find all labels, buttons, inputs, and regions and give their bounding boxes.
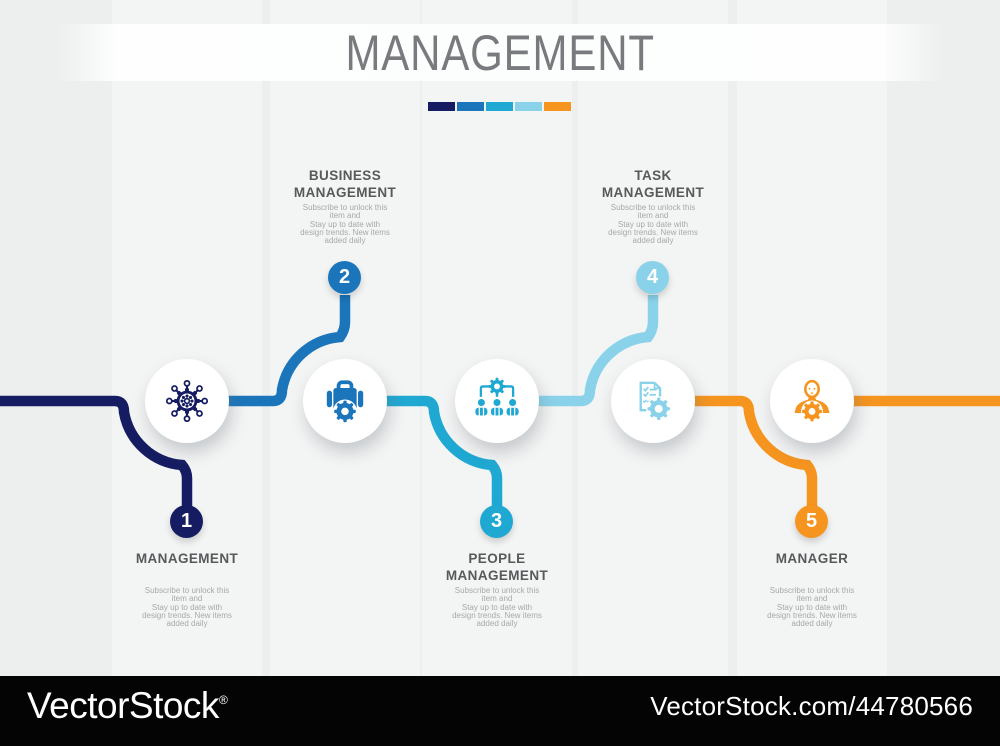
brand-logo: VectorStock® [27, 685, 228, 727]
brand-text: VectorStock [27, 685, 219, 726]
step-label-3: PEOPLE MANAGEMENT [445, 551, 549, 583]
step-description-5: Subscribe to unlock this item and Stay u… [767, 586, 857, 629]
background-band [422, 0, 572, 676]
step-label-2: BUSINESS MANAGEMENT [293, 168, 397, 200]
step-badge-5: 5 [795, 505, 828, 538]
accent-segment-5 [544, 102, 571, 111]
checklist-gear-icon [639, 381, 672, 422]
title-banner: MANAGEMENT [57, 24, 943, 81]
timeline-segment-4 [497, 295, 659, 407]
step-badge-3: 3 [480, 505, 513, 538]
image-reference: VectorStock.com/44780566 [650, 690, 973, 721]
timeline-segment-5 [653, 395, 818, 507]
step-circle-2 [303, 359, 387, 443]
accent-segment-1 [428, 102, 455, 111]
step-circle-5 [770, 359, 854, 443]
management-steering-gear-icon [165, 379, 209, 423]
badge-number: 1 [180, 510, 193, 532]
step-circle-4 [611, 359, 695, 443]
step-badge-2: 2 [328, 261, 361, 294]
step-description-1: Subscribe to unlock this item and Stay u… [142, 586, 232, 629]
badge-number: 3 [490, 510, 503, 532]
badge-number: 5 [805, 510, 818, 532]
step-label-4: TASK MANAGEMENT [601, 168, 705, 200]
step-description-4: Subscribe to unlock this item and Stay u… [608, 203, 698, 246]
team-hierarchy-gear-icon [475, 377, 519, 416]
step-description-2: Subscribe to unlock this item and Stay u… [300, 203, 390, 246]
watermark-bar: VectorStock® VectorStock.com/44780566 [0, 676, 1000, 746]
timeline-segment-3 [345, 395, 503, 507]
step-circle-1 [145, 359, 229, 443]
background-band [112, 0, 262, 676]
timeline-segment-2 [187, 295, 351, 407]
step-label-1: MANAGEMENT [135, 551, 239, 566]
step-label-5: MANAGER [775, 551, 849, 566]
accent-segment-2 [457, 102, 484, 111]
briefcase-gear-icon [326, 380, 364, 424]
background-band [737, 0, 887, 676]
accent-segment-4 [515, 102, 542, 111]
step-description-3: Subscribe to unlock this item and Stay u… [452, 586, 542, 629]
page-title: MANAGEMENT [345, 24, 655, 81]
accent-color-bar [428, 102, 571, 111]
badge-number: 4 [646, 266, 659, 288]
accent-segment-3 [486, 102, 513, 111]
manager-person-gear-icon [794, 379, 830, 423]
timeline-segment-1 [0, 395, 193, 507]
badge-number: 2 [338, 266, 351, 288]
step-badge-1: 1 [170, 505, 203, 538]
registered-mark: ® [218, 693, 228, 707]
step-badge-4: 4 [636, 261, 669, 294]
step-circle-3 [455, 359, 539, 443]
